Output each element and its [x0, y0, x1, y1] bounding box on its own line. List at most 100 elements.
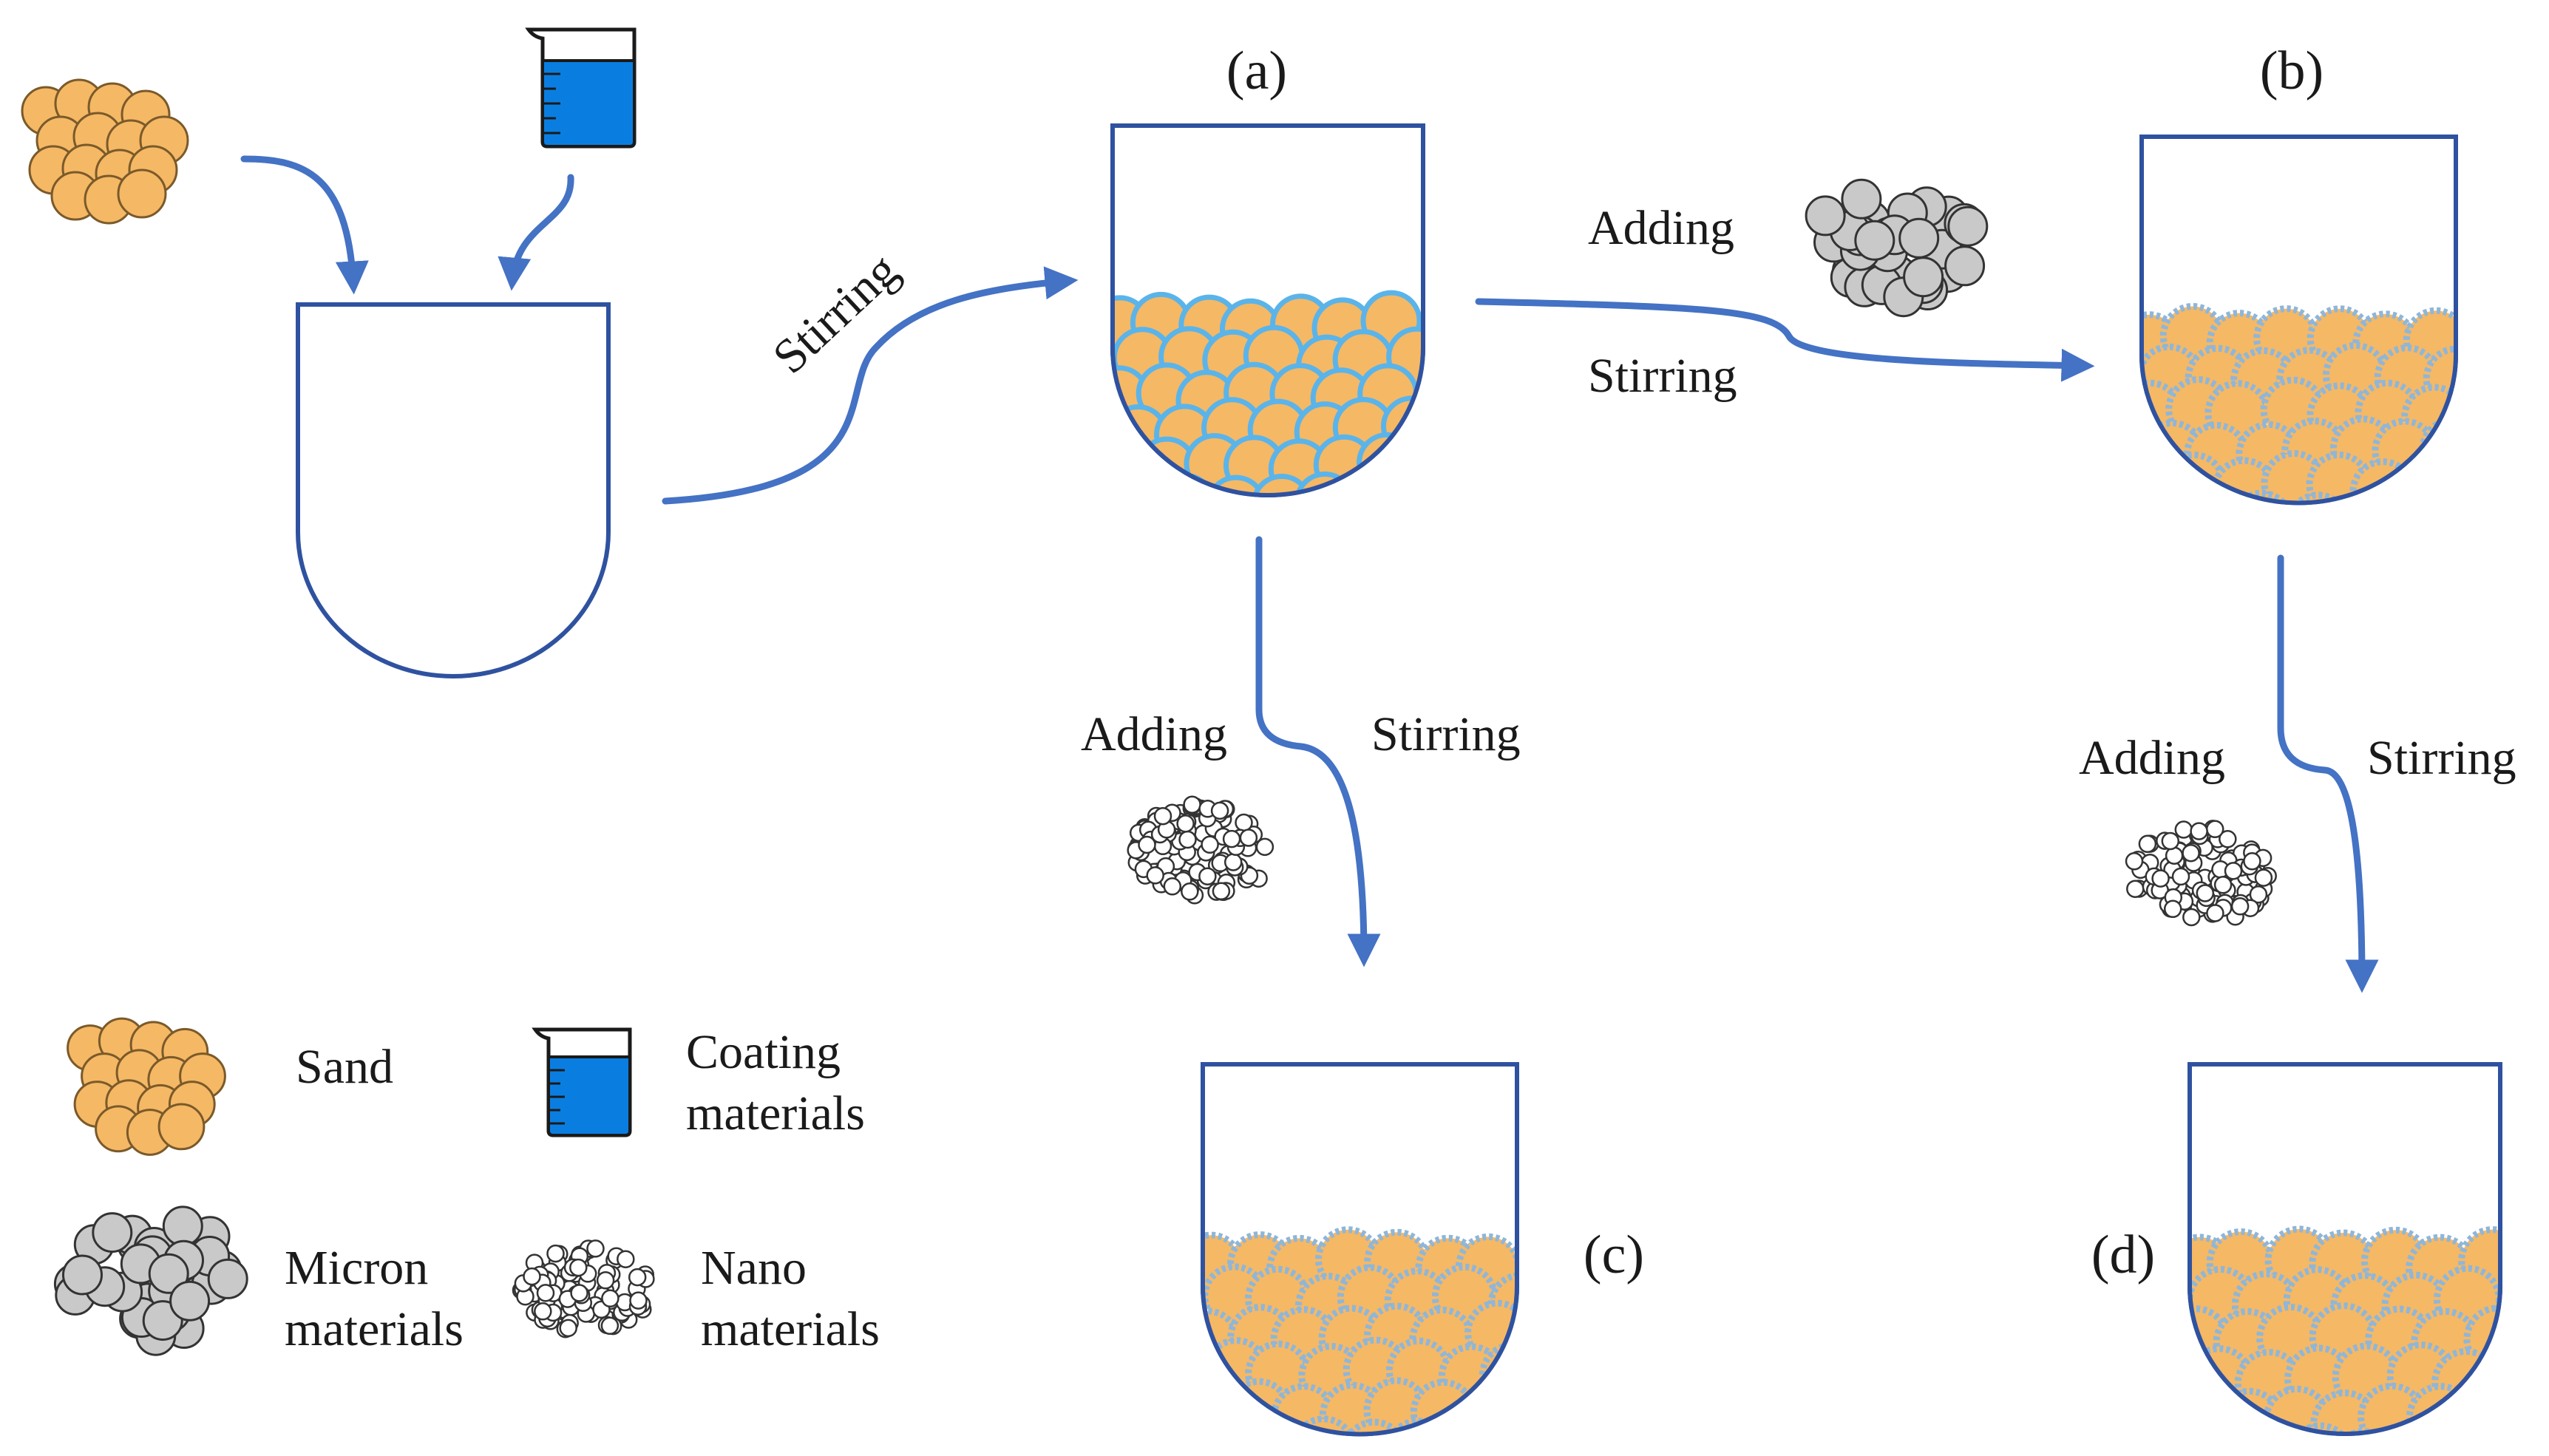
micron-particle: [1944, 245, 1986, 287]
sand-grain: [2383, 1426, 2453, 1434]
legend-micron-icon: [53, 1205, 248, 1356]
sand-grain: [1463, 1378, 1517, 1435]
stirring-label-a-to-b: Stirring: [1588, 349, 1737, 403]
sand-grain: [1479, 1341, 1517, 1408]
nano-particle: [2219, 830, 2237, 848]
nano-particle: [534, 1302, 552, 1321]
nano-particle: [2196, 884, 2215, 902]
beaker-c: [1201, 1062, 1519, 1437]
legend-sand-label: Sand: [296, 1040, 393, 1094]
sand-grain: [2423, 491, 2456, 503]
nano-particle: [2243, 852, 2261, 871]
stirring-label-initial: Stirring: [763, 243, 909, 384]
adding-label-a-to-c: Adding: [1081, 707, 1227, 761]
legend-nano-label-1: Nano: [701, 1241, 807, 1295]
sand-grain: [2419, 416, 2456, 483]
stirring-label-b-to-d: Stirring: [2367, 731, 2516, 785]
nano-particle: [569, 1258, 588, 1277]
micron-particle: [1898, 217, 1940, 259]
micron-particle: [1805, 195, 1846, 237]
nano-particles-icon: [2125, 820, 2277, 927]
a-to-b-arrow: [1475, 298, 2095, 382]
b-to-d-arrow: [2277, 554, 2379, 993]
beaker-b: [2139, 135, 2458, 506]
legend-sand-icon: [67, 1017, 226, 1156]
nano-particle: [1153, 806, 1172, 826]
nano-particle: [1210, 801, 1229, 820]
nano-particle: [2249, 885, 2268, 904]
sand-grain: [2329, 494, 2395, 503]
micron-particle: [92, 1212, 133, 1253]
nano-particle: [1198, 867, 1217, 885]
sand-grain: [1203, 1418, 1269, 1435]
stirring-arrow-to-a: [662, 266, 1079, 505]
micron-particle: [207, 1258, 248, 1299]
nano-particle: [628, 1268, 647, 1287]
sand-grain: [1203, 1375, 1239, 1435]
nano-particle: [596, 1271, 615, 1290]
micron-particle: [169, 1280, 211, 1321]
nano-particle: [2174, 820, 2193, 839]
mixing-beaker: [296, 302, 611, 678]
nano-particle: [2163, 899, 2182, 919]
legend-coating-icon: [532, 1027, 632, 1137]
nano-particle: [546, 1244, 565, 1263]
nano-particle: [523, 1267, 541, 1286]
beaker-a: [1110, 123, 1425, 497]
nano-particle: [2182, 843, 2200, 863]
nano-particle: [2206, 904, 2224, 922]
legend-micron-label-2: materials: [285, 1302, 464, 1356]
nano-particle: [1178, 830, 1197, 849]
nano-particle: [601, 1289, 620, 1308]
nano-particle: [600, 1316, 620, 1336]
sand-grain: [2190, 1427, 2253, 1434]
nano-particle: [1146, 866, 1164, 885]
legend-nano-icon: [512, 1239, 655, 1338]
legend-micron-label-1: Micron: [285, 1241, 428, 1295]
panel-label-b: (b): [2260, 41, 2324, 101]
micron-particle: [162, 1205, 203, 1247]
sand-grain: [2434, 1422, 2500, 1434]
nano-particle: [2125, 852, 2144, 871]
sand-grain: [1379, 469, 1423, 495]
coating-beaker-icon: [525, 27, 637, 149]
sand-grain: [1114, 466, 1176, 495]
sand-grain: [2240, 1421, 2309, 1434]
nano-particle: [2138, 834, 2157, 854]
nano-particle: [617, 1250, 635, 1268]
nano-particle: [1138, 835, 1156, 854]
legend-coating-label-1: Coating: [686, 1025, 841, 1079]
sand-grain: [2431, 1348, 2500, 1417]
nano-particle: [2161, 831, 2180, 851]
nano-particle: [629, 1291, 648, 1310]
nano-particle: [1255, 837, 1274, 857]
stirring-label-a-to-c: Stirring: [1371, 707, 1521, 761]
sand-grain: [2460, 1387, 2500, 1434]
beaker-d: [2187, 1062, 2502, 1436]
sand-pile-icon: [21, 78, 189, 225]
nano-particles-icon: [1127, 795, 1274, 905]
nano-particle: [2126, 880, 2145, 898]
sand-grain: [2190, 1389, 2233, 1434]
nano-particle: [559, 1319, 577, 1338]
micron-particle: [1947, 205, 1989, 247]
sand-grain: [117, 169, 167, 219]
sand-grain: [2142, 458, 2181, 503]
sand-to-beaker-arrow: [240, 155, 369, 295]
adding-label-a-to-b: Adding: [1588, 201, 1734, 255]
sand-grain: [157, 1103, 206, 1151]
nano-particle: [1201, 835, 1219, 854]
panel-label-a: (a): [1226, 41, 1287, 101]
sand-grain: [1251, 474, 1313, 495]
nano-particle: [1212, 882, 1231, 901]
micron-particle: [1854, 220, 1895, 261]
micron-particle: [1903, 256, 1944, 298]
sand-grain: [2375, 487, 2441, 503]
nano-particle: [1235, 813, 1253, 832]
legend-coating-label-2: materials: [686, 1086, 865, 1140]
sand-grain: [1113, 434, 1147, 495]
nano-particle: [2190, 822, 2208, 840]
nano-particle: [1223, 853, 1243, 871]
adding-label-b-to-d: Adding: [2079, 731, 2225, 785]
